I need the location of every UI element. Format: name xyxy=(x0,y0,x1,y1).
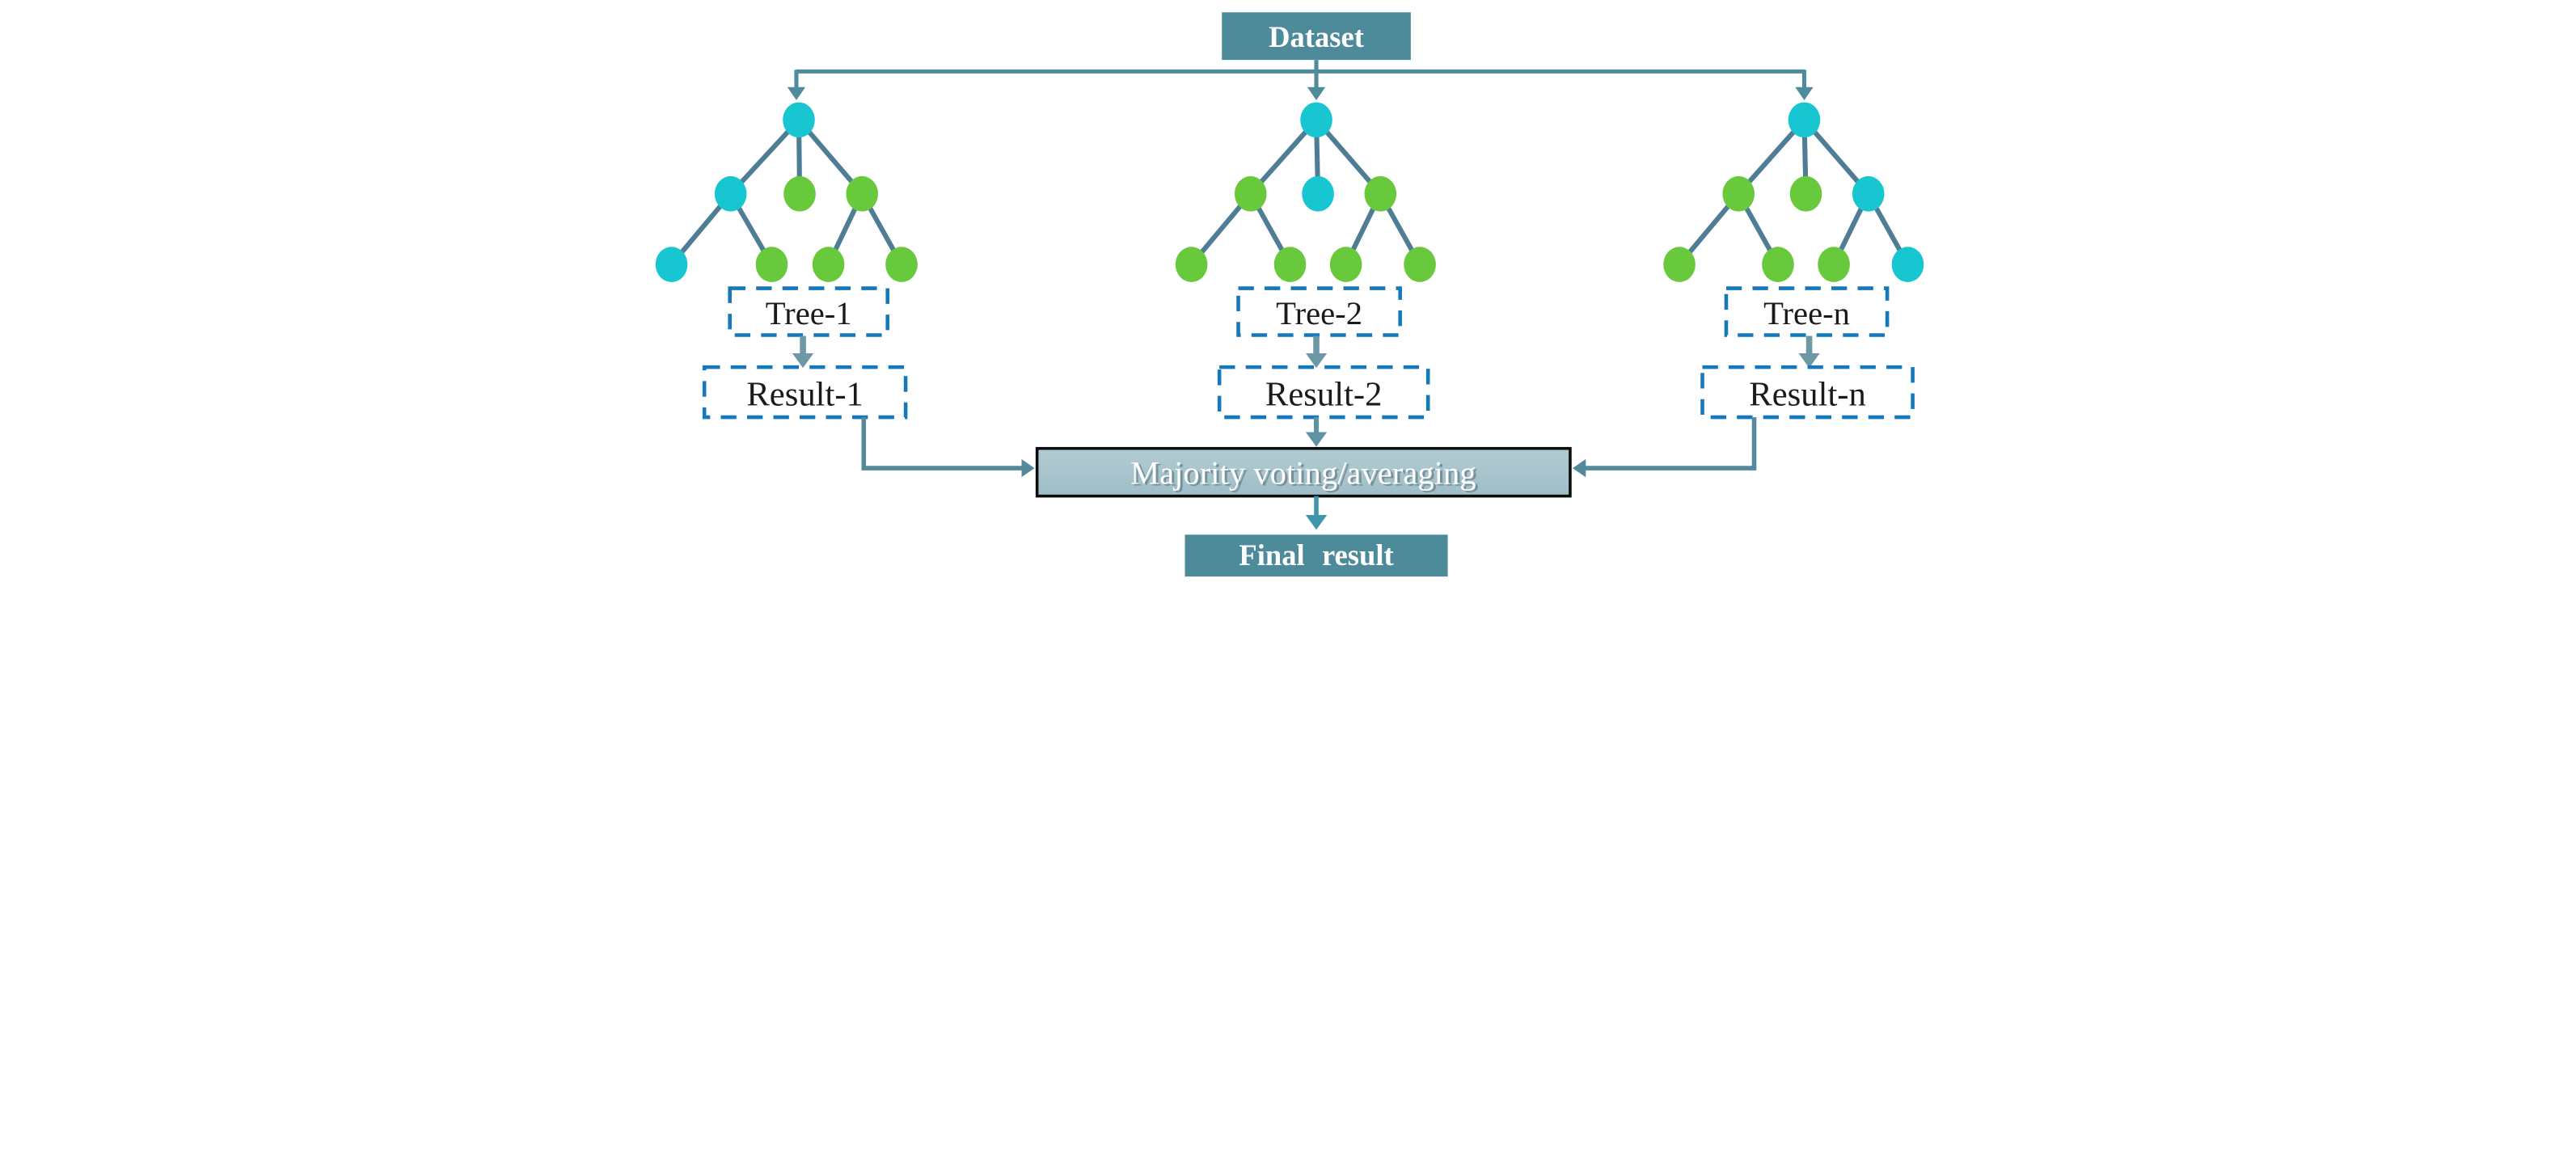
tree-internal-node xyxy=(783,175,816,212)
tree-root-node xyxy=(1788,102,1820,138)
aggregate-box xyxy=(1035,446,1572,498)
tree-root-node xyxy=(782,102,815,138)
tree-leaf-node xyxy=(1891,247,1924,282)
tree-leaf-node xyxy=(1329,247,1362,282)
result-label: Result-1 xyxy=(746,375,864,413)
tree-leaf-node xyxy=(1403,247,1436,282)
tree-root-node xyxy=(1299,102,1332,138)
result-1-to-aggregate-connector xyxy=(860,417,1035,478)
tree-label: Tree-1 xyxy=(765,295,851,331)
tree-leaf-node xyxy=(1662,247,1696,282)
result-label: Result-n xyxy=(1749,375,1866,413)
aggregate-label-shadow: Majority voting/averaging xyxy=(1133,456,1479,492)
tree-leaf-node xyxy=(755,247,788,282)
tree-internal-node xyxy=(1363,175,1396,212)
tree-internal-node xyxy=(1789,175,1822,212)
tree-internal-node xyxy=(714,175,746,212)
diagram-canvas: Dataset Tree-1Result-1Tree-2Result-2Tree… xyxy=(655,12,1924,577)
tree-leaf-node xyxy=(1273,247,1306,282)
tree-leaf-node xyxy=(1817,247,1850,282)
tree-label-box xyxy=(1724,286,1889,337)
tree-internal-node xyxy=(1301,175,1334,212)
tree-label-box xyxy=(1235,286,1402,337)
tree-label: Tree-n xyxy=(1763,295,1850,331)
dataset-label: Dataset xyxy=(1269,20,1365,53)
final-result-box xyxy=(1184,534,1448,577)
tree-leaf-node xyxy=(812,247,844,282)
tree-leaf-node xyxy=(655,247,687,282)
tree-leaf-node xyxy=(1175,247,1207,282)
tree-internal-node xyxy=(1852,175,1885,212)
tree-label: Tree-2 xyxy=(1276,295,1362,331)
aggregate-label: Majority voting/averaging xyxy=(1130,454,1476,491)
tree-internal-node xyxy=(845,175,878,212)
result-n-to-aggregate-connector xyxy=(1572,417,1756,478)
tree-internal-node xyxy=(1721,175,1755,212)
final-result-label: Final result xyxy=(1239,538,1394,572)
tree-leaf-node xyxy=(885,247,918,282)
dataset-box xyxy=(1221,12,1411,61)
tree-internal-node xyxy=(1234,175,1267,212)
result-box xyxy=(702,365,907,420)
tree-leaf-node xyxy=(1761,247,1794,282)
result-label: Result-2 xyxy=(1265,375,1382,413)
trees-layer: Tree-1Result-1Tree-2Result-2Tree-nResult… xyxy=(655,102,1924,420)
